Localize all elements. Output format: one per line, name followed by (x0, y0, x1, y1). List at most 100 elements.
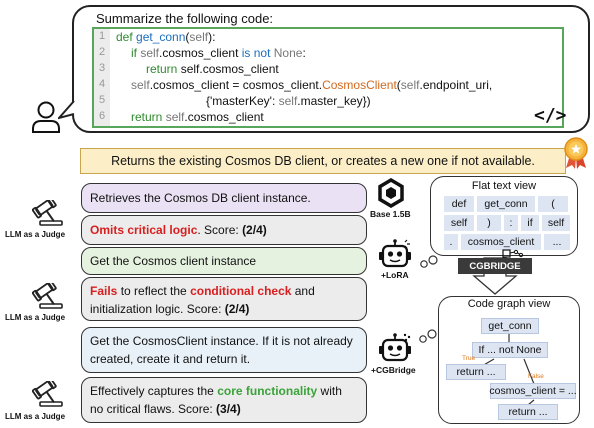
token: ) (477, 215, 501, 231)
token: . (444, 234, 458, 250)
code-token: self (278, 94, 298, 108)
judge-caption: LLM as a Judge (5, 230, 66, 239)
thought-dot (419, 335, 427, 343)
highlight-positive: core functionality (217, 384, 318, 398)
edge-label-false: False (528, 373, 544, 380)
token: self (542, 215, 570, 231)
code-token: self (400, 78, 420, 92)
judge-caption: LLM as a Judge (5, 412, 66, 421)
judge-verdict-lora: Fails to reflect the conditional check a… (81, 277, 367, 321)
code-token: self (140, 46, 160, 60)
award-medal-icon (564, 137, 588, 169)
code-token: {'masterKey': (206, 94, 279, 108)
line-number: 2 (98, 46, 106, 58)
code-token: .cosmos_client (184, 110, 264, 124)
code-token: ( (185, 30, 190, 44)
line-number: 4 (98, 78, 106, 90)
code-token: .cosmos_client (159, 46, 242, 60)
verdict-text: to reflect the (117, 284, 191, 298)
code-block (92, 27, 564, 128)
token: self (444, 215, 474, 231)
token: cosmos_client (461, 234, 541, 250)
code-token: self (165, 110, 185, 124)
code-line-6: return self.cosmos_client (131, 109, 264, 125)
score: (3/4) (216, 402, 241, 416)
base-model-response: Retrieves the Cosmos DB client instance. (81, 183, 367, 213)
flat-text-view-title: Flat text view (471, 180, 537, 192)
code-icon: </> (534, 105, 567, 126)
graph-node: get_conn (481, 318, 539, 334)
thought-dot (427, 329, 437, 339)
code-line-5: {'masterKey': self.master_key}) (206, 93, 371, 109)
line-number: 1 (98, 30, 106, 42)
lora-robot-icon (379, 239, 411, 268)
graph-node: return ... (498, 404, 558, 420)
line-number: 6 (98, 110, 106, 122)
verdict-text: Effectively captures the (90, 384, 218, 398)
gavel-icon (32, 381, 63, 407)
code-token: get_conn (136, 30, 186, 44)
line-number: 3 (98, 62, 106, 74)
base-model-label: Base 1.5B (370, 209, 411, 219)
verdict-text: . Score: (197, 223, 243, 237)
cgbridge-label: CGBRIDGE (458, 258, 532, 274)
prompt-bubble-tail (58, 100, 75, 120)
code-token: is not (241, 46, 274, 60)
cgbridge-model-label: +CGBridge (371, 365, 416, 375)
verdict-text: and initialization logic. Score: (90, 284, 315, 316)
line-number-gutter: 1 2 3 4 5 6 (94, 29, 110, 126)
code-token: : (302, 46, 306, 60)
judge-verdict-base: Omits critical logic. Score: (2/4) (81, 215, 367, 245)
code-token: def (116, 30, 137, 44)
token: get_conn (477, 196, 535, 212)
line-number: 5 (98, 94, 106, 106)
gavel-icon (32, 200, 63, 226)
graph-transform-icon (502, 249, 524, 258)
code-token: .endpoint_uri, (419, 78, 493, 92)
score: (2/4) (224, 302, 250, 316)
code-token: if (131, 46, 141, 60)
code-token: return (131, 110, 166, 124)
code-token: self.cosmos_client (180, 62, 279, 76)
code-token: self (189, 30, 209, 44)
code-token: CosmosClient (322, 78, 397, 92)
code-line-3: return self.cosmos_client (146, 61, 279, 77)
graph-node: return ... (446, 364, 506, 380)
token: def (444, 196, 474, 212)
code-token: .cosmos_client = cosmos_client. (149, 78, 323, 92)
token: : (504, 215, 518, 231)
graph-node: cosmos_client = ... (489, 383, 577, 399)
token: ( (538, 196, 568, 212)
lora-model-response: Get the Cosmos client instance (81, 247, 367, 275)
judge-caption: LLM as a Judge (5, 313, 66, 322)
code-token: .master_key}) (297, 94, 371, 108)
code-graph-view-title: Code graph view (467, 298, 551, 310)
lora-model-label: +LoRA (381, 270, 409, 280)
code-token: self (131, 78, 150, 92)
token: if (521, 215, 539, 231)
code-line-4: self.cosmos_client = cosmos_client.Cosmo… (131, 77, 492, 93)
token: ... (544, 234, 570, 250)
code-token: ): (208, 30, 216, 44)
thought-dot (428, 255, 438, 265)
reference-summary: Returns the existing Cosmos DB client, o… (80, 148, 566, 174)
graph-node: If ... not None (472, 342, 548, 358)
highlight-critical: Omits critical logic (90, 223, 198, 237)
user-icon (32, 101, 60, 133)
highlight-critical: Fails (90, 284, 118, 298)
base-model-logo-icon (378, 178, 404, 208)
code-token: None (273, 46, 303, 60)
prompt-title: Summarize the following code: (96, 11, 274, 26)
cgbridge-model-response: Get the CosmosClient instance. If it is … (81, 327, 367, 373)
highlight-critical: conditional check (190, 284, 292, 298)
score: (2/4) (242, 223, 267, 237)
edge-label-true: True (462, 355, 476, 362)
code-line-1: def get_conn(self): (116, 29, 215, 45)
cgbridge-robot-icon (379, 333, 411, 362)
code-graph-view-panel (438, 296, 580, 424)
code-token: ( (396, 78, 401, 92)
gavel-icon (32, 283, 63, 309)
code-line-2: if self.cosmos_client is not None: (131, 45, 306, 61)
verdict-text: with no critical flaws. Score: (90, 384, 342, 416)
thought-dot (420, 260, 428, 268)
